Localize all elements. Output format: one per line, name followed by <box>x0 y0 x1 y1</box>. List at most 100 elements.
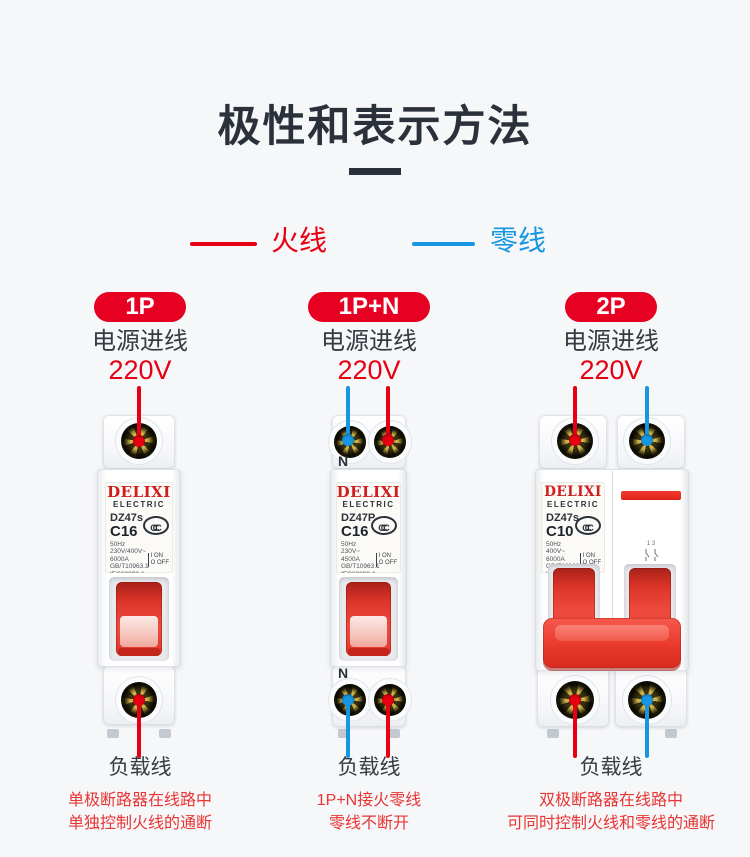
ccc-mark-icon: CCC <box>371 516 397 535</box>
voltage-label: 220V <box>579 355 643 385</box>
caption-line: 1P+N接火零线 <box>316 792 422 809</box>
toggle-face <box>120 616 158 647</box>
toggle-lip <box>348 648 389 656</box>
label-plate: DELIXI ELECTRIC DZ47P C16 50Hz 230V~ 450… <box>336 482 401 573</box>
spec-line: GB/T10963.1 <box>110 563 149 571</box>
wire-live-line <box>137 386 141 442</box>
contact-squiggle-icon <box>645 549 659 561</box>
neutral-mark: N <box>338 453 349 469</box>
wire-live-dot <box>382 694 394 706</box>
model-number: DZ47s <box>546 512 580 524</box>
wire-neutral-dot <box>342 694 354 706</box>
spec-line: GB/T10963.1 <box>341 563 380 571</box>
on-off-marks: I ON O OFF <box>579 553 601 567</box>
spec-line: 50Hz <box>546 541 562 548</box>
legend-neutral-label: 零线 <box>490 225 547 256</box>
wire-neutral-line <box>645 700 649 758</box>
toggle-lip <box>118 648 160 656</box>
off-mark: O OFF <box>582 560 601 566</box>
breaker-1pn: N N DELIXI ELECTRIC DZ47P C16 50Hz 230V~… <box>330 413 408 738</box>
brand-logo: DELIXI <box>544 484 602 500</box>
toggle-face <box>350 616 387 647</box>
voltage-label: 220V <box>337 355 401 385</box>
wire-neutral-dot <box>641 434 653 446</box>
caption: 单极断路器在线路中 单独控制火线的通断 <box>23 789 257 835</box>
wire-neutral-line <box>346 700 350 758</box>
din-clip <box>547 729 559 738</box>
spec-lines: 50Hz 230V~ 4500A GB/T10963.1 IEC60898-1 <box>336 541 401 573</box>
brand-sub: ELECTRIC <box>342 500 395 509</box>
spec-lines: 50Hz 230V/400V~ 6000A GB/T10963.1 IEC608… <box>105 541 173 573</box>
wire-live-line <box>573 700 577 758</box>
off-mark: O OFF <box>378 560 397 566</box>
wire-neutral-line <box>645 386 649 442</box>
title-underline <box>349 168 401 175</box>
neutral-mark: N <box>338 665 349 681</box>
spec-line: IEC60898-1 <box>110 571 173 573</box>
wire-live-dot <box>569 434 581 446</box>
voltage-label: 220V <box>108 355 172 385</box>
pole-badge: 1P+N <box>307 292 431 322</box>
din-clip <box>107 729 119 738</box>
din-clip <box>159 729 171 738</box>
tiebar-handle <box>543 618 681 668</box>
spec-line: 6000A <box>110 555 129 563</box>
incoming-label: 电源进线 <box>563 328 659 355</box>
on-off-marks: I ON O OFF <box>375 553 397 567</box>
brand-sub: ELECTRIC <box>113 500 165 509</box>
pole-badge: 1P <box>94 292 186 322</box>
caption-line: 单极断路器在线路中 <box>67 792 212 809</box>
legend-neutral-line-icon <box>412 242 475 246</box>
incoming-label: 电源进线 <box>92 328 188 355</box>
current-rating: C10 <box>546 523 574 540</box>
din-clip <box>388 729 400 738</box>
breaker-2p: DELIXI ELECTRIC DZ47s C10 50Hz 400V~ 600… <box>535 413 689 738</box>
breaker-body: DELIXI ELECTRIC DZ47s C16 50Hz 230V/400V… <box>97 469 181 667</box>
label-plate: DELIXI ELECTRIC DZ47s C10 50Hz 400V~ 600… <box>541 482 605 573</box>
din-clip <box>665 729 677 738</box>
terminal-block: N <box>332 665 406 727</box>
badge-wrap: 1P <box>35 292 245 322</box>
current-rating: C16 <box>341 523 369 540</box>
caption-line: 零线不断开 <box>328 815 409 832</box>
spec-line: 50Hz <box>110 541 126 548</box>
brand-logo: DELIXI <box>336 483 401 501</box>
load-label: 负载线 <box>108 756 172 779</box>
badge-wrap: 1P+N <box>264 292 474 322</box>
pole-divider <box>612 471 613 669</box>
wire-neutral-dot <box>342 434 354 446</box>
incoming-label: 电源进线 <box>321 328 417 355</box>
toggle-handle <box>346 582 391 656</box>
ccc-mark-icon: CCC <box>575 516 601 535</box>
spec-line: 4500A <box>341 555 360 563</box>
legend-live-line-icon <box>190 242 257 246</box>
page-title: 极性和表示方法 <box>217 103 533 151</box>
wire-live-line <box>137 700 141 758</box>
din-clip <box>338 729 350 738</box>
spec-line: IEC60898-1 <box>341 571 401 573</box>
tiebar-face <box>555 625 669 641</box>
spec-line: 6000A <box>546 555 565 563</box>
wire-live-dot <box>569 694 581 706</box>
model-number: DZ47s <box>110 512 144 524</box>
wire-neutral-dot <box>641 694 653 706</box>
wire-live-line <box>386 386 390 442</box>
load-label: 负载线 <box>337 756 401 779</box>
on-off-marks: I ON O OFF <box>147 553 169 567</box>
toggle-recess <box>339 577 398 661</box>
toggle-recess <box>109 577 169 661</box>
brand-sub: ELECTRIC <box>547 500 599 509</box>
caption-line: 单独控制火线的通断 <box>67 815 212 832</box>
on-mark: I ON <box>378 553 391 559</box>
model-number: DZ47P <box>341 512 376 524</box>
label-plate: DELIXI ELECTRIC DZ47s C16 50Hz 230V/400V… <box>105 482 173 573</box>
caption-line: 双极断路器在线路中 <box>538 792 683 809</box>
wire-live-line <box>386 700 390 758</box>
wire-live-line <box>573 386 577 442</box>
wire-live-dot <box>133 694 145 706</box>
wire-live-dot <box>133 435 145 447</box>
wire-neutral-line <box>346 386 350 442</box>
wire-live-dot <box>382 434 394 446</box>
ccc-mark-icon: CCC <box>143 516 169 535</box>
